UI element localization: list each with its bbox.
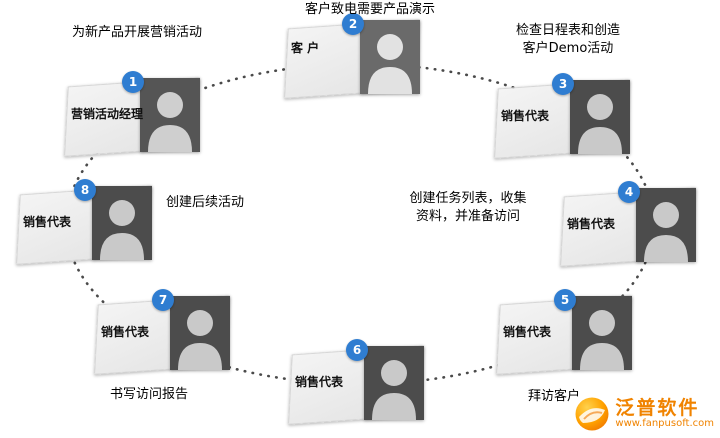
person-silhouette-icon xyxy=(570,80,630,154)
person-photo xyxy=(572,296,632,370)
role-label: 销售代表 xyxy=(23,215,72,229)
person-silhouette-icon xyxy=(360,20,420,94)
node-4-sales-rep: 4 销售代表 xyxy=(560,181,702,268)
step-number-badge: 2 xyxy=(342,13,364,35)
logo-text: 泛普软件 www.fanpusoft.com xyxy=(615,396,714,429)
node-8-sales-rep: 8 销售代表 xyxy=(16,179,158,266)
node-2-customer: 2 客 户 xyxy=(284,13,426,100)
node-7-sales-rep: 7 销售代表 xyxy=(94,289,236,376)
step-number-badge: 3 xyxy=(552,73,574,95)
person-photo xyxy=(364,346,424,420)
node-3-sales-rep: 3 销售代表 xyxy=(494,73,636,160)
node-1-marketing-manager: 1 营销活动经理 xyxy=(64,71,206,158)
person-silhouette-icon xyxy=(92,186,152,260)
role-label: 销售代表 xyxy=(101,325,150,339)
person-silhouette-icon xyxy=(636,188,696,262)
step-number-badge: 6 xyxy=(346,339,368,361)
role-label: 营销活动经理 xyxy=(71,107,144,121)
person-photo xyxy=(636,188,696,262)
role-label: 销售代表 xyxy=(295,375,344,389)
person-photo xyxy=(170,296,230,370)
caption-step8: 创建后续活动 xyxy=(166,195,245,210)
step-number-badge: 1 xyxy=(122,71,144,93)
person-silhouette-icon xyxy=(572,296,632,370)
step-number-badge: 7 xyxy=(152,289,174,311)
role-label: 销售代表 xyxy=(503,325,552,339)
role-label: 销售代表 xyxy=(501,109,550,123)
caption-step7: 书写访问报告 xyxy=(110,387,189,402)
fanpusoft-logo: 泛普软件 www.fanpusoft.com xyxy=(574,396,714,432)
node-5-sales-rep: 5 销售代表 xyxy=(496,289,638,376)
caption-step5: 拜访客户 xyxy=(528,389,581,404)
step-number-badge: 8 xyxy=(74,179,96,201)
caption-step3: 检查日程表和创造 客户Demo活动 xyxy=(515,23,620,56)
person-silhouette-icon xyxy=(140,78,200,152)
swirl-ball-icon xyxy=(575,397,609,431)
person-silhouette-icon xyxy=(170,296,230,370)
role-label: 客 户 xyxy=(291,41,320,55)
caption-step4: 创建任务列表，收集 资料，并准备访问 xyxy=(409,191,527,224)
logo-name: 泛普软件 xyxy=(615,396,700,419)
step-number-badge: 4 xyxy=(618,181,640,203)
step-number-badge: 5 xyxy=(554,289,576,311)
caption-step2: 客户致电需要产品演示 xyxy=(304,2,435,17)
person-photo xyxy=(140,78,200,152)
person-photo xyxy=(570,80,630,154)
logo-url: www.fanpusoft.com xyxy=(615,417,714,429)
role-label: 销售代表 xyxy=(567,217,616,231)
caption-step1: 为新产品开展营销活动 xyxy=(72,25,203,40)
person-photo xyxy=(360,20,420,94)
person-photo xyxy=(92,186,152,260)
person-silhouette-icon xyxy=(364,346,424,420)
node-6-sales-rep: 6 销售代表 xyxy=(288,339,430,426)
